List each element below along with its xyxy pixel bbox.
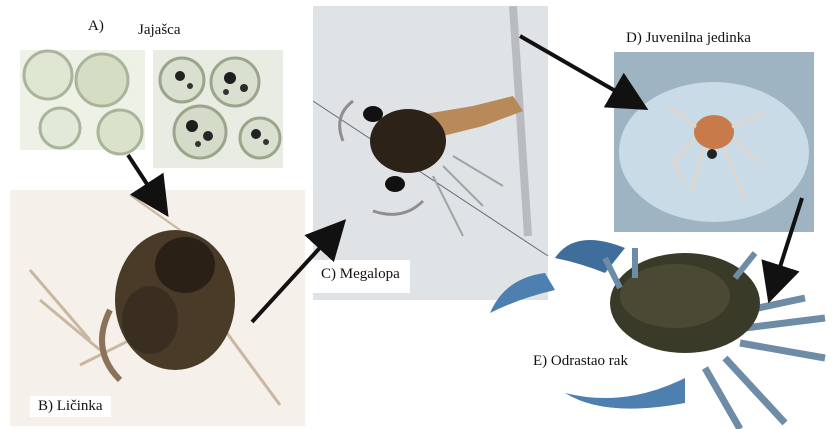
larva-eye	[155, 237, 215, 293]
megalopa-eye	[385, 176, 405, 192]
egg	[174, 106, 226, 158]
juvenile-body	[694, 115, 734, 149]
megalopa-eye	[363, 106, 383, 122]
label-a-text: Jajašca	[138, 22, 180, 39]
label-e: E) Odrastao rak	[533, 353, 628, 370]
crab-claw-left	[555, 240, 625, 273]
crab-claw-bottom	[565, 378, 685, 409]
larva-panel: B) Ličinka	[10, 190, 305, 426]
egg	[240, 118, 280, 158]
egg	[76, 54, 128, 106]
label-b: B) Ličinka	[30, 396, 111, 417]
megalopa-carapace	[370, 109, 446, 173]
juvenile-panel: D) Juvenilna jedinka	[614, 22, 814, 232]
label-d: D) Juvenilna jedinka	[626, 30, 751, 47]
eggs-panel: A) Jajašca	[20, 10, 285, 170]
label-a-letter: A)	[88, 18, 104, 35]
adult-crab-image	[485, 218, 836, 429]
egg	[24, 51, 72, 99]
juvenile-image	[614, 22, 814, 232]
egg	[98, 110, 142, 154]
egg	[211, 58, 259, 106]
label-c: C) Megalopa	[313, 260, 410, 293]
egg	[40, 108, 80, 148]
adult-crab-panel: E) Odrastao rak	[485, 218, 836, 429]
larva-image	[10, 190, 305, 426]
